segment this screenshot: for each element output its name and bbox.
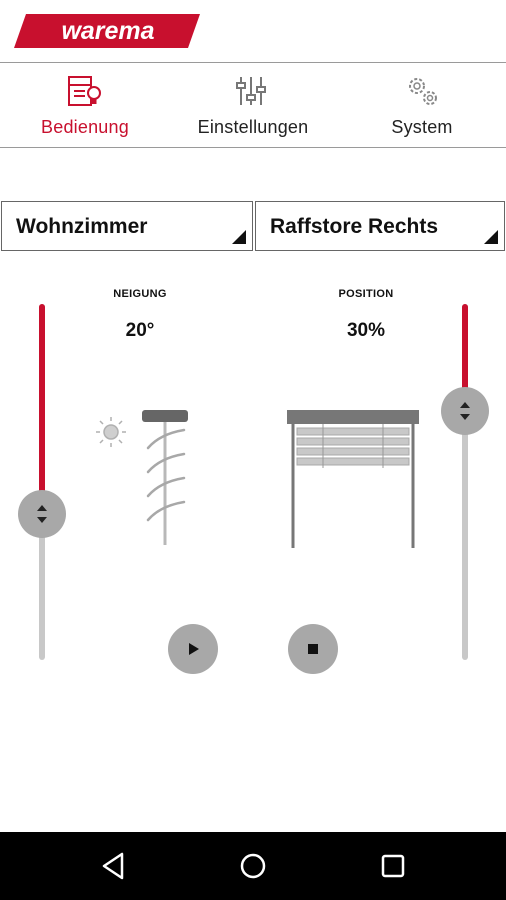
svg-text:warema: warema xyxy=(61,17,154,45)
tab-label: System xyxy=(391,117,453,137)
home-button[interactable] xyxy=(233,848,273,884)
device-select[interactable]: Raffstore Rechts xyxy=(255,201,505,251)
up-down-arrows-icon xyxy=(37,505,47,524)
dropdown-arrow-icon xyxy=(484,230,498,244)
tab-label: Bedienung xyxy=(41,117,129,137)
tilt-slider-handle[interactable] xyxy=(18,490,66,539)
tab-system[interactable]: System xyxy=(372,63,472,147)
position-value: 30% xyxy=(346,320,386,341)
system-navigation-bar xyxy=(0,832,506,900)
sliders-icon xyxy=(236,77,266,105)
position-caption: POSITION xyxy=(338,288,394,300)
tabs-divider xyxy=(0,147,506,148)
tab-einstellungen[interactable]: Einstellungen xyxy=(183,63,323,147)
position-slider-handle[interactable] xyxy=(441,386,489,435)
sun-icon xyxy=(96,417,126,447)
room-select-value: Wohnzimmer xyxy=(16,215,148,238)
slat-tilt-illustration xyxy=(96,410,188,545)
recents-button[interactable] xyxy=(373,848,413,884)
position-slider-track[interactable] xyxy=(462,304,468,660)
tilt-slider-fill xyxy=(39,304,45,515)
back-button[interactable] xyxy=(94,848,134,884)
remote-control-icon xyxy=(68,76,101,106)
device-select-value: Raffstore Rechts xyxy=(270,215,439,238)
header-divider xyxy=(0,62,506,63)
room-select[interactable]: Wohnzimmer xyxy=(1,201,253,251)
tab-bar: Bedienung Einstellungen System xyxy=(0,63,506,147)
dropdown-arrow-icon xyxy=(232,230,246,244)
app-header: warema xyxy=(0,0,506,62)
tab-bedienung[interactable]: Bedienung xyxy=(30,63,140,147)
stop-icon xyxy=(308,644,318,654)
stop-button[interactable] xyxy=(288,624,338,674)
warema-logo: warema xyxy=(14,14,200,48)
back-icon xyxy=(102,852,124,880)
up-down-arrows-icon xyxy=(460,401,470,420)
home-icon xyxy=(240,853,266,879)
gears-icon xyxy=(409,78,437,105)
tilt-caption: NEIGUNG xyxy=(113,288,167,300)
play-icon xyxy=(189,643,199,655)
tab-label: Einstellungen xyxy=(197,117,309,137)
play-button[interactable] xyxy=(168,624,218,674)
tilt-value: 20° xyxy=(125,320,155,341)
recents-icon xyxy=(381,854,405,878)
position-slider-fill xyxy=(462,304,468,411)
blind-position-illustration xyxy=(287,410,419,548)
